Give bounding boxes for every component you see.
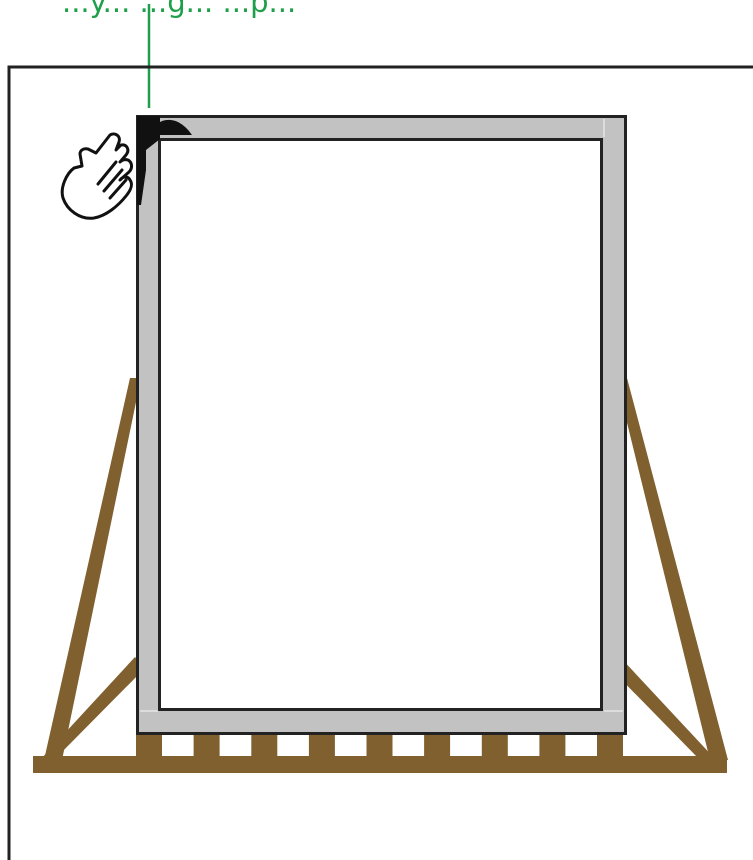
frame-inner-panel — [160, 140, 602, 710]
frame — [138, 117, 626, 734]
easel-right-leg — [616, 378, 728, 760]
easel-left-leg — [44, 378, 141, 760]
caption-text: ...y... ...g... ...p... — [62, 0, 296, 19]
hand-outline-icon — [62, 134, 131, 218]
easel-base-beam — [33, 756, 727, 773]
